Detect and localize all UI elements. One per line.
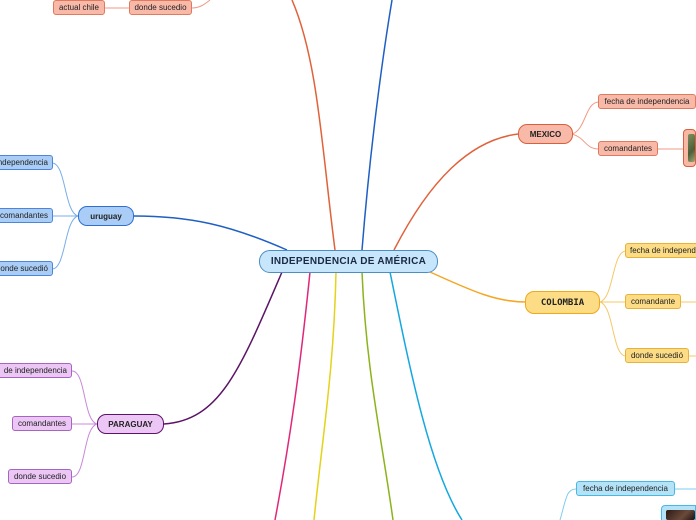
link-paraguay: [164, 272, 282, 424]
mexico-commander-photo-icon: [683, 129, 696, 167]
branch-colombia[interactable]: COLOMBIA: [525, 291, 600, 314]
link-bottom-pink: [275, 272, 310, 520]
bottom-right-photo-icon: [661, 505, 696, 520]
link-colombia: [430, 272, 526, 302]
uruguay-leaf-independencia[interactable]: independencia: [0, 155, 53, 170]
chile-leaf-donde-sucedio[interactable]: donde sucedio: [129, 0, 192, 15]
mexico-leaf-fecha[interactable]: fecha de independencia: [598, 94, 696, 109]
link-bottom-gold: [314, 272, 336, 520]
colombia-leaf-donde-sucedio[interactable]: donde sucedió: [625, 348, 689, 363]
paraguay-leaf-comandantes[interactable]: comandantes: [12, 416, 72, 431]
center-topic[interactable]: INDEPENDENCIA DE AMÉRICA: [259, 250, 438, 273]
uruguay-leaf-donde-sucedio[interactable]: donde sucedió: [0, 261, 53, 276]
branch-paraguay[interactable]: PARAGUAY: [97, 414, 164, 434]
branch-mexico[interactable]: MEXICO: [518, 124, 573, 144]
mexico-leaf-comandantes[interactable]: comandantes: [598, 141, 658, 156]
link-bottom-cyan: [390, 272, 462, 520]
chile-leaf-actual-chile[interactable]: actual chile: [53, 0, 105, 15]
link-top-red: [292, 0, 335, 250]
branch-uruguay[interactable]: uruguay: [78, 206, 134, 226]
paraguay-leaf-fecha[interactable]: de independencia: [0, 363, 72, 378]
link-mexico: [394, 134, 518, 250]
colombia-leaf-comandante[interactable]: comandante: [625, 294, 681, 309]
link-bottom-lime: [362, 272, 393, 520]
cyan-leaf-fecha[interactable]: fecha de independencia: [576, 481, 675, 496]
link-top-blue: [362, 0, 392, 250]
paraguay-leaf-donde-sucedio[interactable]: donde sucedio: [8, 469, 72, 484]
link-uruguay: [134, 216, 287, 250]
colombia-leaf-fecha[interactable]: fecha de independ: [625, 243, 696, 258]
uruguay-leaf-comandantes[interactable]: comandantes: [0, 208, 53, 223]
